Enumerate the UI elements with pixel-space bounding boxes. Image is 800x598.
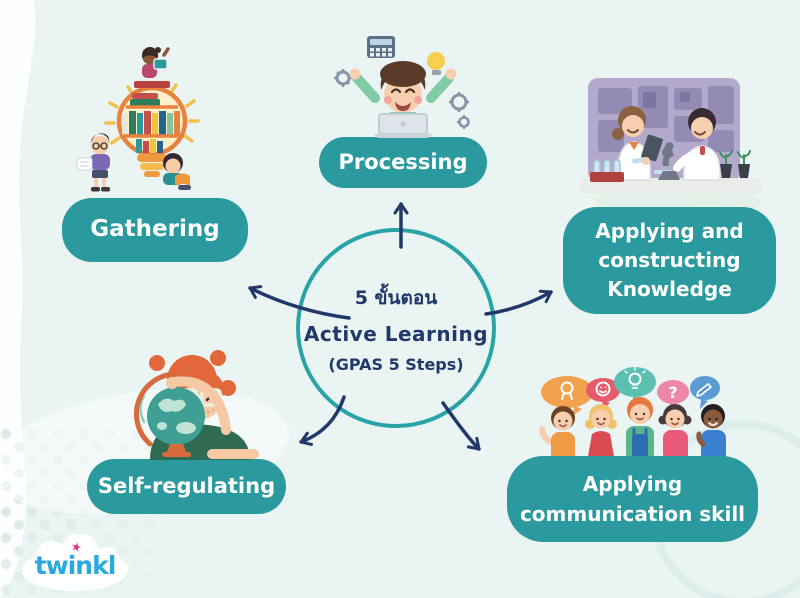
lab-background-panel: [588, 78, 740, 182]
speech-bubble-medal: [541, 376, 593, 417]
step-pill-applying-communication-skill: Applying communication skill: [507, 456, 758, 542]
calculator-icon: [367, 36, 395, 58]
laptop-icon: [373, 112, 433, 138]
kids-science-lab-illustration: [580, 78, 762, 194]
step-label: Applying communication skill: [519, 472, 746, 526]
boy-celebrating-at-laptop-illustration: [334, 36, 470, 138]
test-tubes-icon: [590, 159, 624, 182]
arrow-to-knowledge: [484, 289, 553, 316]
girl-shirt: [150, 424, 250, 460]
girl-sitting-reading: [163, 153, 191, 190]
girl-with-globe-illustration: [133, 350, 259, 460]
kid-2-girl-red-dress: [585, 404, 617, 462]
center-line-title: Active Learning: [303, 321, 489, 346]
logo-text: twinkl: [34, 551, 117, 580]
kid-4-girl-pink-top: [658, 404, 692, 462]
speech-bubble-lightbulb: [614, 366, 656, 408]
girl-reading-on-top: [134, 47, 170, 88]
globe-icon: [133, 371, 205, 457]
step-label: Processing: [338, 149, 468, 174]
speech-bubble-question: ?: [657, 380, 689, 413]
speech-bubble-pencil: [690, 376, 720, 409]
center-circle: 5 ขั้นตอน Active Learning (GPAS 5 Steps): [296, 228, 496, 428]
light-rays-icon: [104, 83, 200, 145]
kid-3-boy-overalls: [626, 397, 654, 462]
kid-1-boy-orange-shirt: [539, 406, 575, 462]
boy-scientist-with-microscope: [654, 108, 721, 181]
twinkl-logo: twinkl ★: [20, 534, 130, 594]
lightbulb-bookshelf-icon: [116, 85, 188, 177]
boy-face: [380, 61, 426, 113]
motion-lines: [134, 394, 146, 424]
step-pill-gathering: Gathering: [62, 198, 248, 262]
svg-text:?: ?: [668, 383, 677, 402]
step-label: Gathering: [90, 216, 220, 243]
step-pill-processing: Processing: [319, 137, 487, 188]
girl-scientist-with-clipboard: [612, 106, 663, 181]
lightbulb-idea-icon: [427, 52, 445, 75]
gear-icon: [334, 69, 470, 129]
kids-speech-bubbles-illustration: ?: [539, 366, 726, 462]
girl-arm-over-globe: [166, 376, 259, 459]
center-line-thai: 5 ขั้นตอน: [354, 286, 438, 309]
center-line-subtitle: (GPAS 5 Steps): [328, 354, 464, 374]
lightbulb-bookshelf-kids-illustration: [76, 47, 200, 192]
step-pill-applying-constructing-knowledge: Applying and constructing Knowledge: [563, 207, 776, 314]
raised-arms: [349, 68, 457, 103]
step-pill-self-regulating: Self-regulating: [87, 459, 286, 514]
step-label: Applying and constructing Knowledge: [595, 219, 744, 301]
boy-standing-with-book: [76, 133, 110, 192]
girl-face: [149, 350, 236, 420]
kid-5-boy-blue-shirt: [696, 404, 726, 462]
lab-table: [580, 178, 762, 194]
plant-pots-icon: [719, 150, 751, 178]
step-label: Self-regulating: [97, 473, 276, 498]
speech-bubble-smiley: [586, 378, 620, 410]
